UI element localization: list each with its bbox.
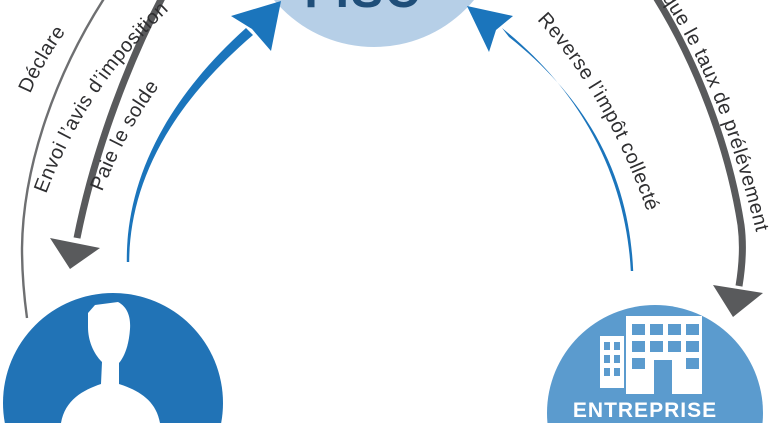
reverse-arrowhead <box>467 6 513 52</box>
avis-arrow-line <box>73 0 165 239</box>
building-icon <box>600 316 702 394</box>
entreprise-label: ENTREPRISE <box>573 399 717 422</box>
avis-arrowhead <box>50 238 100 269</box>
taux-arrow-line <box>653 0 746 287</box>
declare-arrow-label: Déclare <box>15 21 70 96</box>
reverse-arrow: Reverse l’impôt collecté <box>467 6 663 271</box>
taux-arrowhead <box>713 285 763 317</box>
solde-arrow-line <box>126 28 253 262</box>
solde-arrow: Paie le solde <box>86 1 281 262</box>
reverse-arrow-label: Reverse l’impôt collecté <box>533 8 663 213</box>
fisc-node: FISC <box>273 0 475 47</box>
solde-arrowhead <box>231 1 281 51</box>
fisc-label: FISC <box>304 0 421 18</box>
entreprise-node: ENTREPRISE <box>547 305 763 423</box>
contribuable-node <box>3 293 223 423</box>
declare-arrow-line <box>20 0 105 319</box>
person-icon <box>61 302 160 423</box>
fisc-circle <box>273 0 475 47</box>
taux-arrow: que le taux de prélévement <box>653 0 771 317</box>
